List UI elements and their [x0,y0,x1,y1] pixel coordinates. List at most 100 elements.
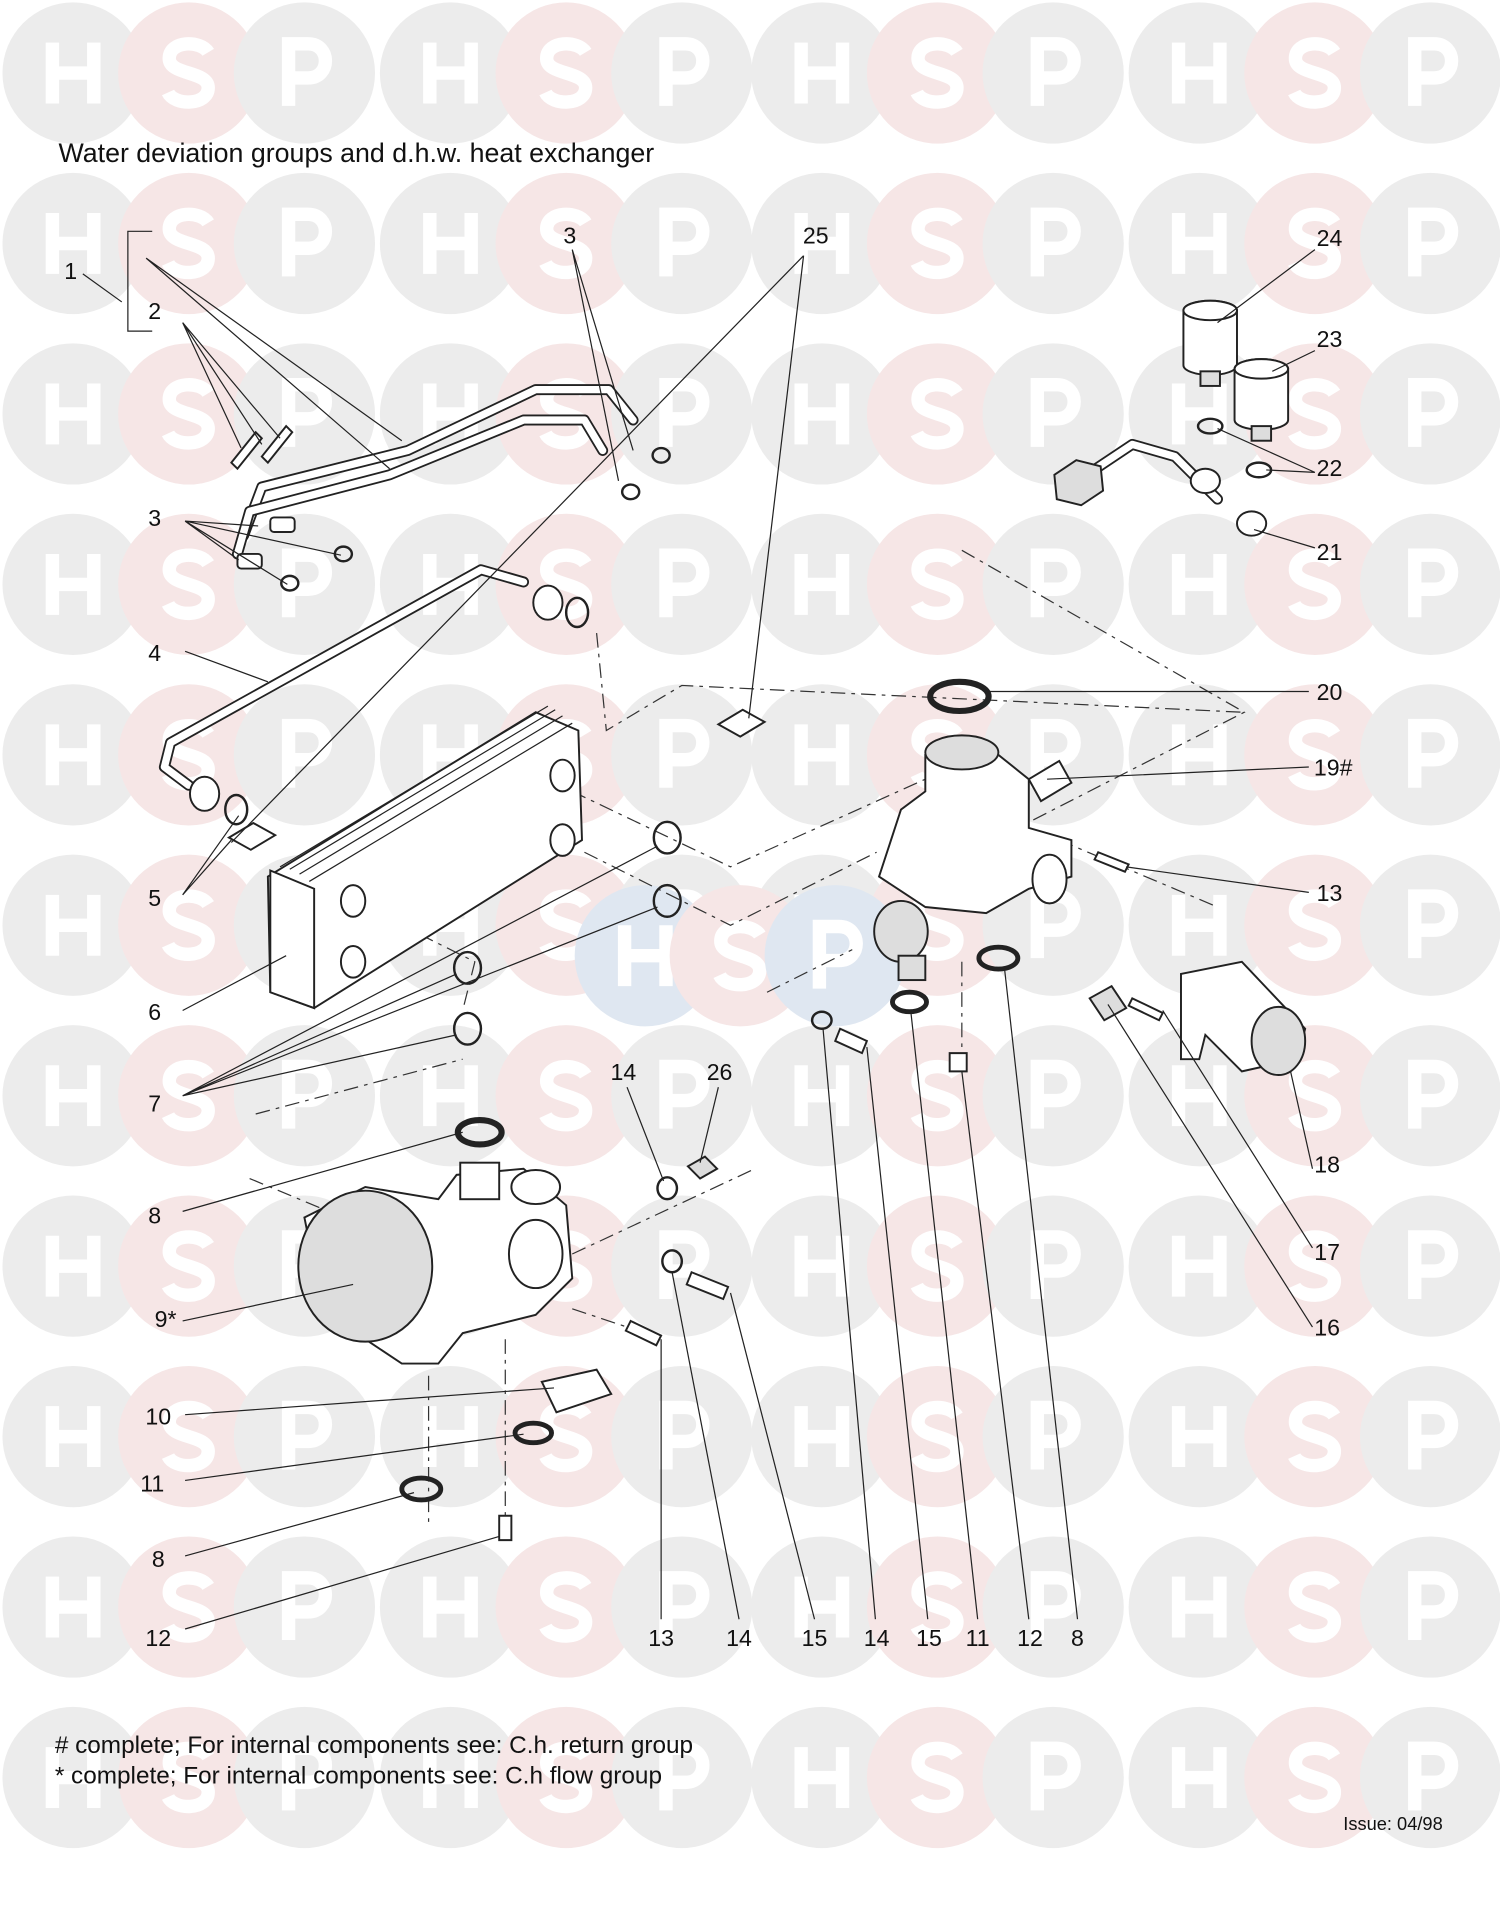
watermark-letter-mark [45,1576,101,1638]
watermark-letter-mark [1408,378,1459,447]
label-8b: 8 [152,1546,165,1572]
label-4: 4 [148,640,161,666]
watermark-letter-mark [1408,548,1459,618]
watermark-letter-mark [45,1065,101,1127]
label-11b: 11 [966,1625,990,1651]
label-14c: 14 [864,1625,890,1651]
label-3b: 3 [148,505,161,531]
watermark-letter-mark [161,378,215,450]
return-group-19 [873,678,1130,1015]
watermark-letter-mark [1030,1059,1081,1129]
watermark-letter-mark [281,378,332,447]
watermark-letter-mark [161,1400,215,1473]
watermark-letter-mark [1408,718,1459,788]
watermark-letter-mark [281,548,332,618]
watermark-letter-mark [45,553,101,615]
label-13: 13 [1317,880,1343,906]
watermark-letter-mark [281,207,332,277]
watermark-letter-mark [1030,1230,1081,1300]
label-24: 24 [1317,225,1343,251]
fittings-16-18 [1088,960,1307,1077]
watermark-letter-mark [45,894,101,956]
label-1: 1 [64,258,77,284]
note-return-group: # complete; For internal components see:… [55,1732,693,1759]
watermark-letter-mark [1288,548,1342,621]
leader-lines [82,230,1316,1630]
label-9: 9* [155,1306,177,1332]
label-6: 6 [148,999,161,1025]
label-21: 21 [1317,539,1343,565]
label-25: 25 [803,222,829,248]
small-parts-bottom [624,1010,968,1347]
label-3: 3 [563,222,576,248]
label-8c: 8 [1071,1625,1084,1651]
watermark-letter-mark [1408,889,1459,959]
hsp-watermark [2,2,1500,1849]
watermark-letter-mark [794,1406,850,1468]
watermark-letter-mark [161,37,215,109]
label-26: 26 [707,1059,733,1085]
watermark-letter-mark [281,1571,332,1640]
watermark-letter-mark [539,548,593,621]
watermark-letter-mark [1288,1571,1342,1643]
label-11: 11 [140,1470,164,1496]
watermark-letter-mark [1030,548,1081,618]
o-rings-7 [452,820,682,1046]
watermark-letter-mark [659,378,710,447]
watermark-letter-mark [1408,1571,1459,1640]
watermark-letter-mark [1171,1235,1227,1297]
watermark-letter-mark [659,1059,710,1129]
watermark-letter-mark [45,1235,101,1297]
watermark-letter-mark [659,1400,710,1470]
watermark-letter-mark [794,213,850,274]
watermark-letter-mark [1288,1400,1342,1473]
watermark-letter-mark [1288,718,1342,791]
watermark-letter-mark [1171,553,1227,615]
watermark-letter-mark [1408,1230,1459,1300]
watermark-letter-mark [281,37,332,106]
watermark-letter-mark [45,1747,101,1808]
label-20: 20 [1317,679,1343,705]
watermark-letter-mark [910,207,964,280]
label-18: 18 [1314,1151,1340,1177]
watermark-letter-mark [794,42,850,104]
label-12: 12 [145,1625,171,1651]
watermark-letter-mark [45,1406,101,1468]
watermark-letter-mark [1288,1741,1342,1814]
watermark-letter-mark [910,1400,964,1473]
watermark-letter-mark [539,1059,593,1132]
watermark-letter-mark [659,548,710,618]
label-16: 16 [1314,1315,1340,1341]
label-23: 23 [1317,326,1343,352]
label-2: 2 [148,298,161,324]
issue-date: Issue: 04/98 [1343,1813,1442,1834]
watermark-letter-mark [1288,207,1342,280]
watermark-letter-mark [161,1059,215,1132]
watermark-letter-mark [1171,894,1227,956]
watermark-letter-mark [910,378,964,450]
watermark-letter-mark [1030,1741,1081,1811]
label-8: 8 [148,1203,161,1229]
watermark-letter-mark [281,1059,332,1129]
watermark-letter-mark [1030,1400,1081,1470]
watermark-letter-mark [659,1571,710,1640]
part-labels: 1 2 3 25 24 23 22 21 3 4 20 19# 5 13 6 7… [64,222,1352,1651]
watermark-letter-mark [659,207,710,277]
watermark-letter-mark [794,724,850,786]
watermark-letter-mark [45,383,101,445]
watermark-letter-mark [1030,378,1081,447]
watermark-letter-mark [910,37,964,109]
watermark-letter-mark [1408,1400,1459,1470]
watermark-letter-mark [161,548,215,621]
watermark-letter-mark [1171,42,1227,104]
watermark-letter-mark [794,553,850,615]
watermark-letter-mark [423,1065,478,1127]
watermark-letter-mark [1288,37,1342,109]
watermark-letter-mark [794,1065,850,1127]
label-5: 5 [148,885,161,911]
watermark-letter-mark [1171,1747,1227,1808]
watermark-letter-mark [794,1747,850,1808]
watermark-letter-mark [1171,724,1227,786]
pipe-set-2 [230,384,639,560]
